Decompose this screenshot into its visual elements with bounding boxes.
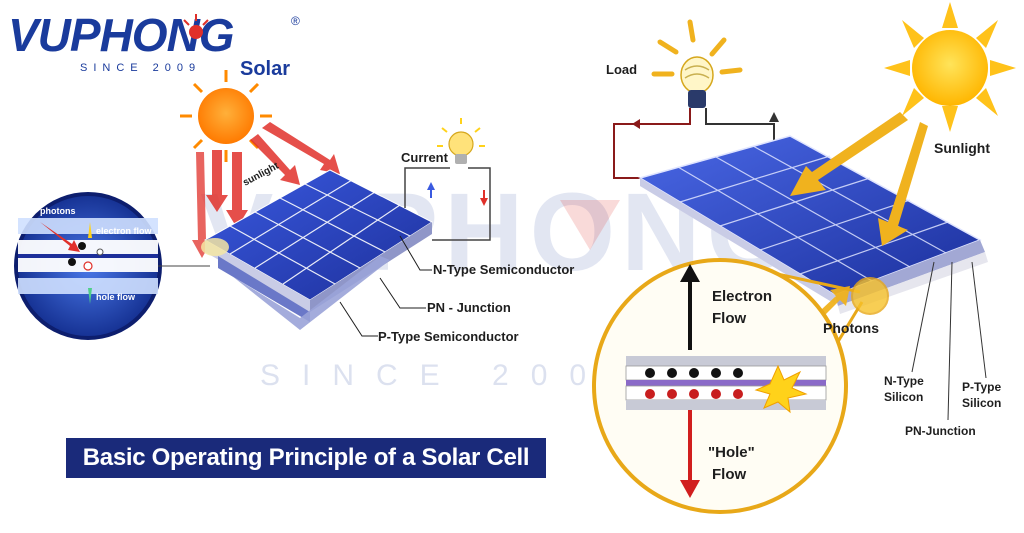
right-current-arrow-left xyxy=(632,119,640,129)
right-electron-label: Electron xyxy=(712,288,773,305)
inset-electron-label: electron flow xyxy=(96,226,153,236)
left-lightbulb-icon xyxy=(437,118,485,164)
right-circuit-wire xyxy=(613,108,775,179)
left-sun-icon xyxy=(180,70,272,162)
watermark-since: SINCE 2009 xyxy=(260,359,647,392)
logo-solar: Solar xyxy=(240,58,291,80)
left-current-arrows xyxy=(427,182,488,206)
right-sunlight-label: Sunlight xyxy=(934,140,990,156)
right-sun-icon xyxy=(884,2,1016,132)
left-p-type-label: P-Type Semiconductor xyxy=(378,329,519,344)
left-leader-lines xyxy=(339,235,432,337)
right-p-type-label: P-Type xyxy=(962,380,1002,394)
brand-logo: VUPHONG ® SINCE 2009 Solar xyxy=(8,10,308,80)
right-photons-label: Photons xyxy=(823,320,879,336)
left-inset-magnifier xyxy=(14,192,210,340)
inset-hole-label: hole flow xyxy=(96,292,136,302)
right-leader-lines xyxy=(911,261,987,421)
right-load-lightbulb-icon xyxy=(651,19,743,108)
logo-sun-icon xyxy=(183,14,209,39)
left-pn-junction-label: PN - Junction xyxy=(427,300,511,315)
right-p-type-silicon-label: Silicon xyxy=(962,396,1002,410)
right-hole-label: "Hole" xyxy=(708,444,755,461)
right-electron-flow-label: Flow xyxy=(712,310,747,327)
logo-registered-mark: ® xyxy=(291,14,300,28)
right-current-arrow-up xyxy=(769,112,779,122)
left-solar-panel xyxy=(201,169,434,330)
right-n-type-label: N-Type xyxy=(884,374,924,388)
right-hole-flow-label: Flow xyxy=(712,466,747,483)
left-n-type-label: N-Type Semiconductor xyxy=(433,262,575,277)
logo-since: SINCE 2009 xyxy=(80,62,202,74)
right-load-label: Load xyxy=(606,62,638,77)
right-pn-junction-label: PN-Junction xyxy=(905,424,976,438)
inset-photons-label: photons xyxy=(40,206,76,216)
left-current-label: Current xyxy=(401,150,448,165)
right-n-type-silicon-label: Silicon xyxy=(884,390,924,404)
left-sunlight-arrows xyxy=(192,122,340,258)
left-circuit-wire xyxy=(404,167,491,241)
right-magnifier xyxy=(592,258,889,514)
diagram-title: Basic Operating Principle of a Solar Cel… xyxy=(66,438,546,478)
